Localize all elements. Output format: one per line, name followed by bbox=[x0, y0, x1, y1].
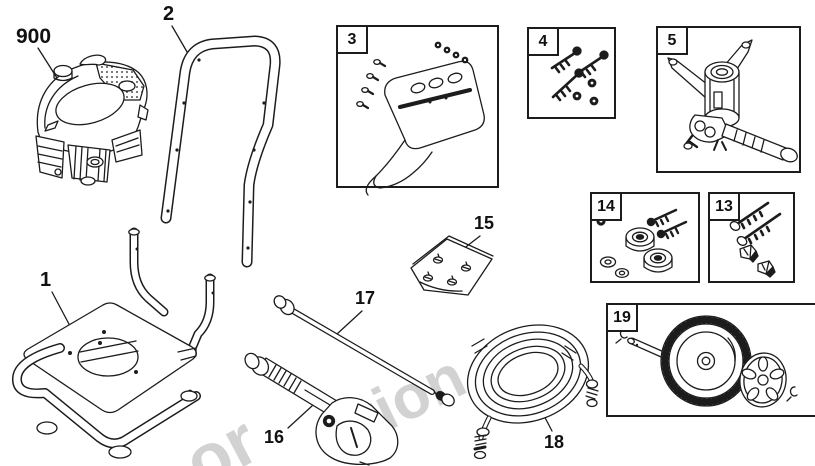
callout-engine: 900 bbox=[16, 25, 52, 48]
kit-box-3: 3 bbox=[336, 25, 499, 188]
wheel-kit-illustration bbox=[615, 315, 798, 408]
kit-box-19: 19 bbox=[606, 303, 815, 417]
spray-gun-illustration bbox=[244, 352, 399, 466]
box-number-tab: 5 bbox=[656, 26, 688, 55]
callout-frame: 1 bbox=[40, 269, 52, 291]
callout-spray-gun: 16 bbox=[264, 427, 285, 447]
callout-handle: 2 bbox=[163, 3, 175, 25]
spray-wand-illustration bbox=[273, 295, 455, 407]
kit-box-4: 4 bbox=[527, 27, 616, 119]
bolt-kit-illustration bbox=[550, 46, 609, 106]
callout-spray-wand: 17 bbox=[355, 288, 376, 308]
handle-illustration bbox=[160, 35, 281, 268]
carriage-bolt-kit-illustration bbox=[729, 201, 782, 278]
box-number-tab: 14 bbox=[590, 192, 622, 221]
box-number-tab: 4 bbox=[527, 27, 559, 56]
vibration-mount-kit-illustration bbox=[596, 208, 688, 279]
callout-hardware-bag: 15 bbox=[474, 213, 495, 233]
hose-illustration bbox=[466, 324, 599, 460]
kit-box-5: 5 bbox=[656, 26, 801, 173]
kit-box-13: 13 bbox=[708, 192, 795, 283]
hardware-bag-illustration bbox=[410, 235, 494, 296]
box-number-tab: 19 bbox=[606, 303, 638, 332]
pump-illustration bbox=[667, 39, 798, 163]
callout-hose: 18 bbox=[544, 432, 565, 452]
leader-lines bbox=[37, 25, 553, 432]
handle-panel-kit-illustration bbox=[356, 41, 485, 196]
engine-illustration bbox=[35, 54, 149, 186]
kit-box-14: 14 bbox=[590, 192, 700, 283]
box-number-tab: 3 bbox=[336, 25, 368, 54]
frame-illustration bbox=[12, 227, 216, 459]
box-number-tab: 13 bbox=[708, 192, 740, 221]
